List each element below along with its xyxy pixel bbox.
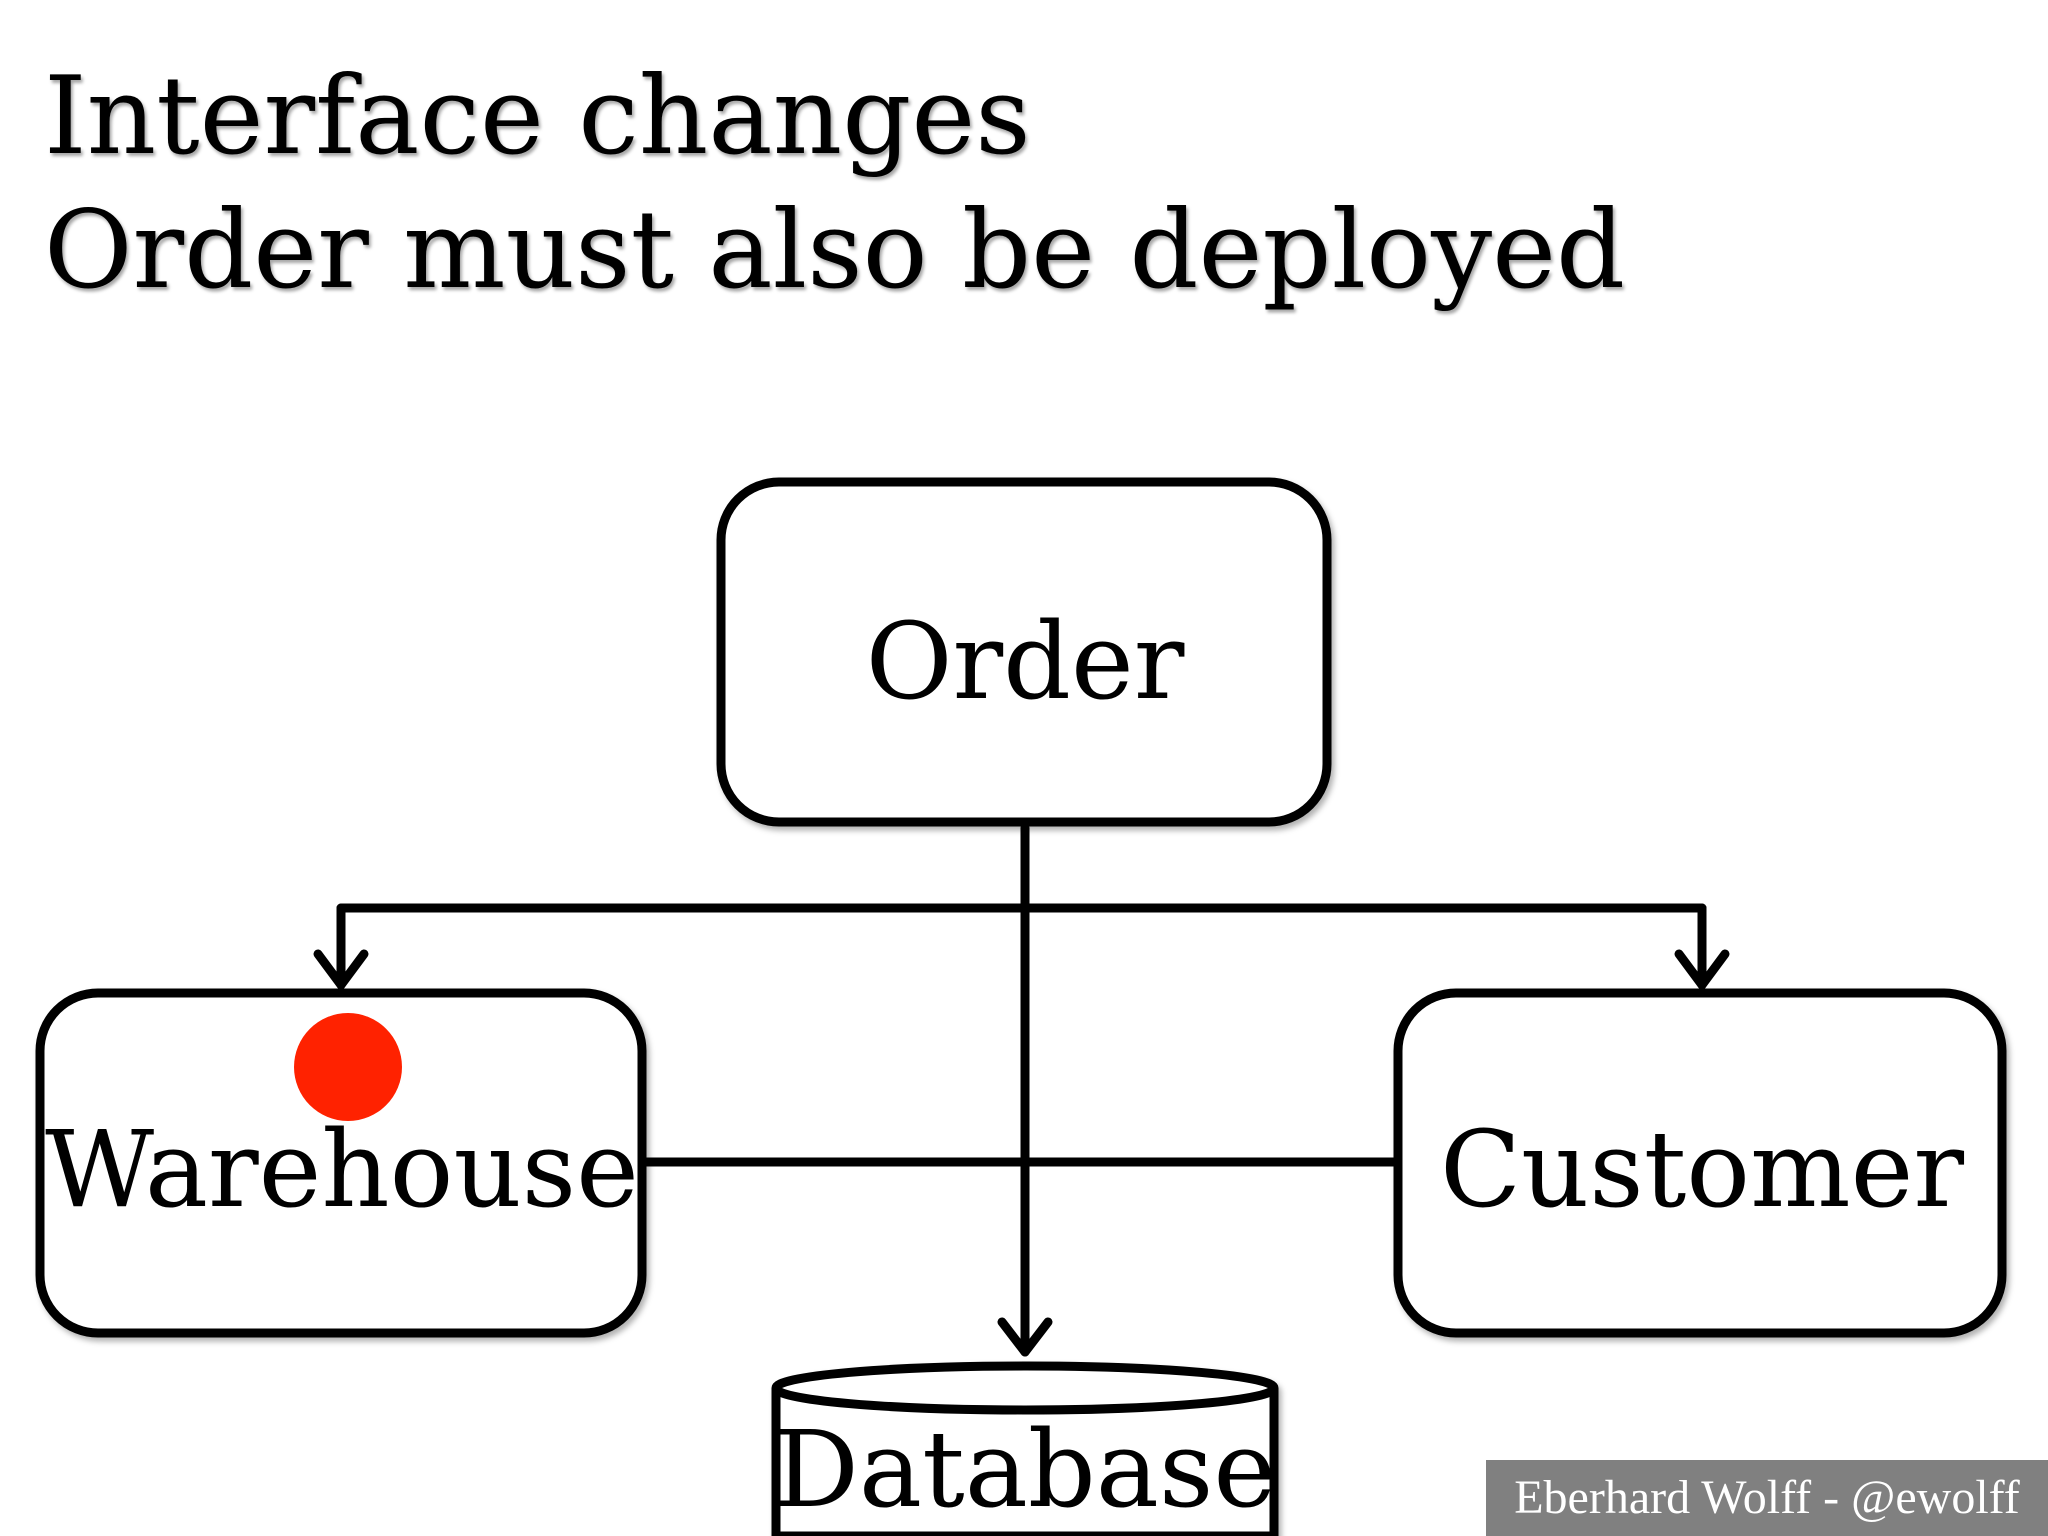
database-node: Database xyxy=(771,1361,1279,1536)
database-arrowhead xyxy=(997,1317,1053,1357)
database-label: Database xyxy=(774,1408,1276,1531)
title-line-1: Interface changes xyxy=(44,54,1031,179)
order-node: Order xyxy=(716,477,1332,827)
customer-arrowhead xyxy=(1674,949,1730,990)
footer-credit: Eberhard Wolff - @ewolff xyxy=(1486,1460,2048,1536)
slide-title: Interface changes Order must also be dep… xyxy=(44,50,1625,318)
customer-node: Customer xyxy=(1393,988,2007,1338)
warehouse-node: Warehouse xyxy=(35,988,647,1338)
warehouse-label: Warehouse xyxy=(45,1108,639,1231)
warehouse-arrowhead xyxy=(313,949,369,990)
customer-label: Customer xyxy=(1440,1108,1964,1231)
order-label: Order xyxy=(866,600,1185,723)
connectors xyxy=(313,823,1730,1357)
title-line-2: Order must also be deployed xyxy=(44,188,1626,313)
change-marker-dot xyxy=(294,1013,402,1121)
